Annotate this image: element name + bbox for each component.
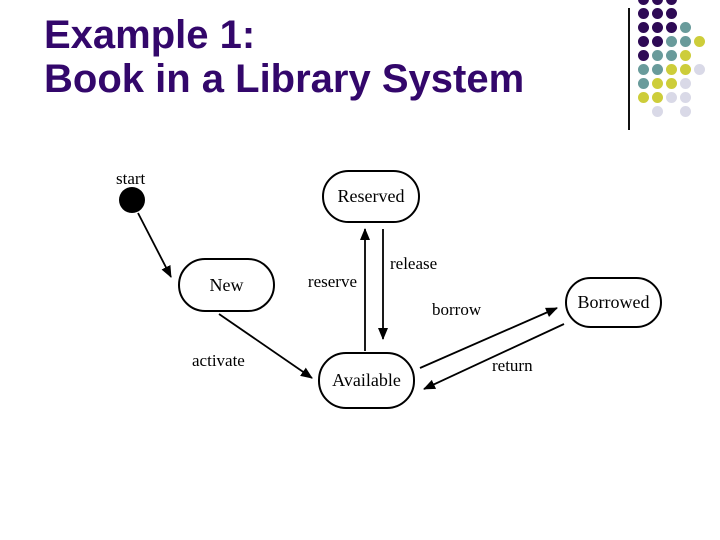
decoration-dot: [652, 106, 663, 117]
arrow-start-to-new: [137, 212, 172, 278]
decoration-dot: [638, 36, 649, 47]
state-available: Available: [318, 352, 415, 409]
decoration-dot: [652, 0, 663, 5]
decoration-dot: [652, 36, 663, 47]
decoration-vertical-line: [628, 8, 630, 130]
state-borrowed: Borrowed: [565, 277, 662, 328]
decoration-dot: [666, 36, 677, 47]
state-new: New: [178, 258, 275, 312]
decoration-dot: [680, 64, 691, 75]
decoration-dot: [638, 92, 649, 103]
decoration-dot: [694, 36, 705, 47]
decoration-dot: [638, 22, 649, 33]
decoration-dot: [680, 36, 691, 47]
decoration-dot: [694, 64, 705, 75]
title-line-1: Example 1:: [44, 13, 256, 57]
decoration-dot: [666, 78, 677, 89]
decoration-dot: [638, 50, 649, 61]
decoration-dot: [638, 78, 649, 89]
start-label: start: [116, 169, 146, 188]
decoration-dot: [652, 50, 663, 61]
decoration-dot: [638, 8, 649, 19]
decoration-dot: [666, 50, 677, 61]
decoration-dot: [652, 8, 663, 19]
decoration-dot: [652, 64, 663, 75]
decoration-dot: [638, 0, 649, 5]
decoration-dot: [666, 0, 677, 5]
transition-label-return: return: [492, 356, 533, 375]
slide-title: Example 1: Book in a Library System: [44, 13, 524, 101]
transition-label-activate: activate: [192, 351, 245, 370]
transition-label-reserve: reserve: [307, 272, 357, 291]
decoration-dot: [666, 64, 677, 75]
state-reserved: Reserved: [322, 170, 420, 223]
transition-label-borrow: borrow: [432, 300, 482, 319]
decoration-dot: [680, 22, 691, 33]
decoration-dot: [680, 50, 691, 61]
decoration-dot: [666, 92, 677, 103]
decoration-dot: [680, 92, 691, 103]
decoration-dot: [680, 106, 691, 117]
decoration-dot: [652, 78, 663, 89]
decoration-dot: [680, 78, 691, 89]
decoration-dot: [666, 22, 677, 33]
decoration-dot: [638, 64, 649, 75]
decoration-dot: [666, 8, 677, 19]
decoration-dot: [652, 92, 663, 103]
transition-label-release: release: [390, 254, 438, 273]
title-line-2: Book in a Library System: [44, 57, 525, 101]
initial-state-dot: [119, 187, 145, 213]
decoration-dot: [652, 22, 663, 33]
